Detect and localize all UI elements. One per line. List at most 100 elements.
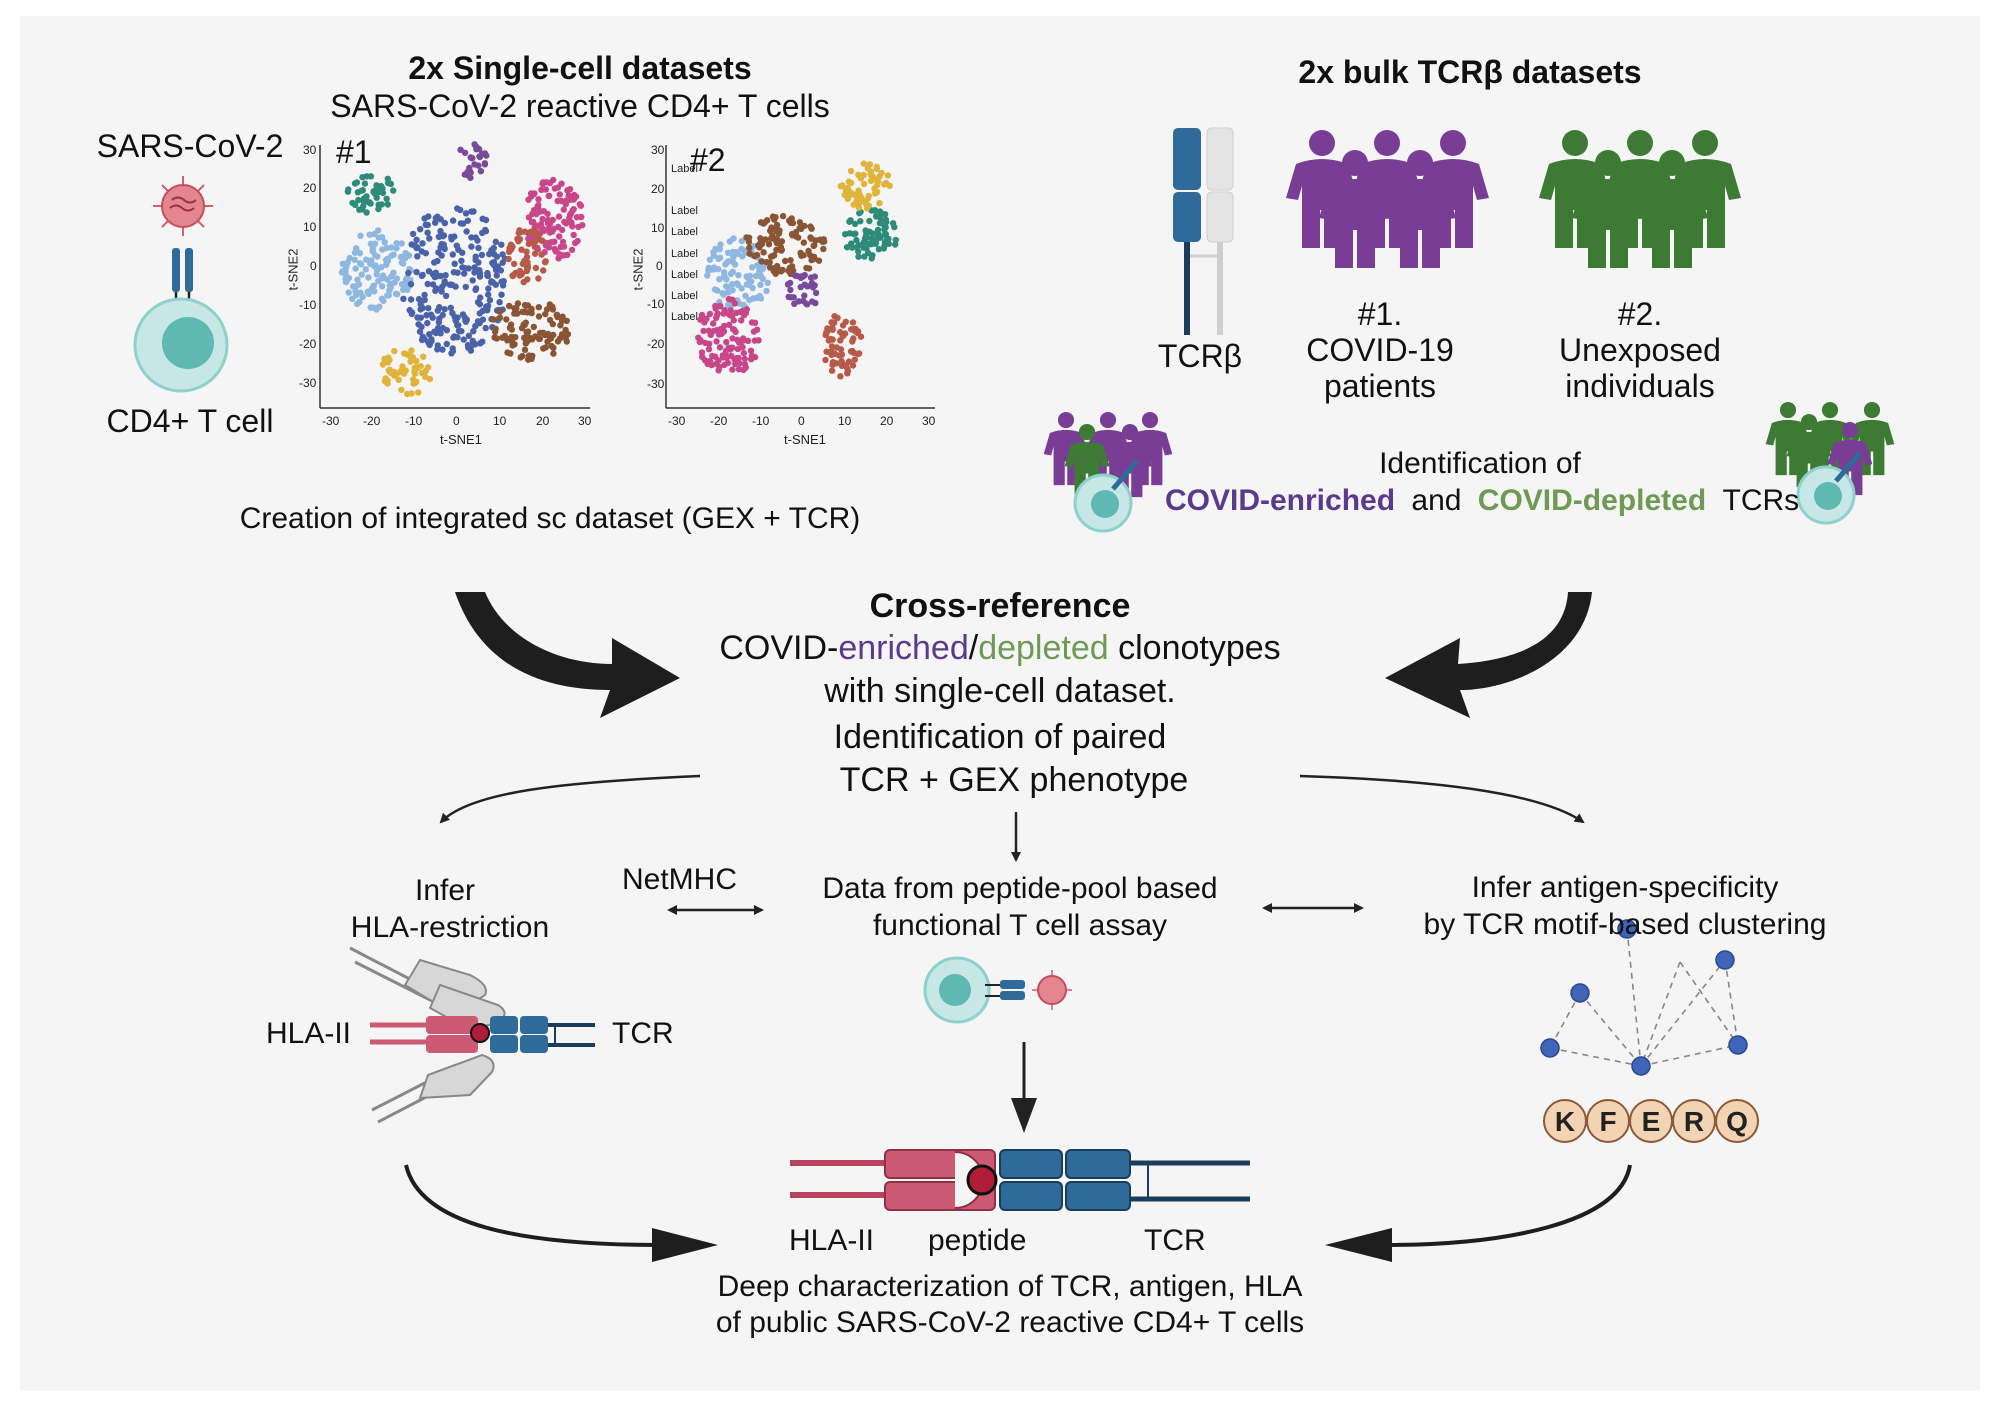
plot-2-overlay-label: Label xyxy=(671,290,698,302)
scatter-point xyxy=(829,359,837,366)
scatter-point xyxy=(458,257,465,264)
scatter-point xyxy=(821,238,828,245)
scatter-point xyxy=(739,343,746,351)
scatter-point xyxy=(555,223,562,231)
scatter-point xyxy=(725,288,732,296)
scatter-point xyxy=(706,310,714,318)
scatter-point xyxy=(856,350,863,357)
scatter-point xyxy=(739,335,747,342)
plot-2-x-tick: -20 xyxy=(710,414,728,428)
scatter-point xyxy=(744,274,751,281)
scatter-point xyxy=(532,264,540,272)
scatter-point xyxy=(441,306,448,313)
scatter-point xyxy=(525,214,533,221)
scatter-point xyxy=(700,327,707,335)
scatter-point xyxy=(556,335,564,342)
scatter-point xyxy=(370,282,377,289)
scatter-point xyxy=(439,311,446,319)
scatter-point xyxy=(757,235,764,242)
scatter-point xyxy=(849,326,857,333)
scatter-point xyxy=(557,243,565,250)
scatter-point xyxy=(855,187,862,194)
scatter-point xyxy=(394,290,401,298)
scatter-point xyxy=(837,337,844,344)
scatter-point xyxy=(572,239,579,247)
cell-receptor xyxy=(1834,451,1862,483)
final-hla-ii-label: HLA-II xyxy=(789,1224,875,1257)
scatter-point xyxy=(484,307,491,314)
scatter-point xyxy=(786,264,794,271)
scatter-point xyxy=(741,355,748,363)
scatter-point xyxy=(462,210,470,217)
scatter-point xyxy=(476,270,484,277)
scatter-point xyxy=(434,213,441,220)
scatter-point xyxy=(496,299,503,306)
scatter-point xyxy=(501,332,508,340)
depleted-word: depleted xyxy=(978,629,1109,667)
scatter-point xyxy=(561,218,568,226)
scatter-point xyxy=(729,366,736,373)
scatter-point xyxy=(881,231,888,238)
scatter-point xyxy=(393,245,400,252)
plot-2-overlay-label: Label xyxy=(671,205,698,217)
scatter-point xyxy=(410,376,417,383)
scatter-point xyxy=(847,217,854,224)
scatter-point xyxy=(463,228,470,235)
scatter-point xyxy=(441,278,448,285)
scatter-point xyxy=(530,323,537,331)
scatter-point xyxy=(529,352,536,359)
scatter-point xyxy=(449,217,457,224)
scatter-point xyxy=(851,356,858,363)
scatter-point xyxy=(864,195,872,202)
scatter-point xyxy=(845,358,853,365)
scatter-point xyxy=(785,293,792,301)
scatter-point xyxy=(451,333,458,340)
scatter-point xyxy=(860,244,867,251)
scatter-point xyxy=(371,288,378,295)
scatter-point xyxy=(522,319,529,326)
scatter-point xyxy=(524,302,532,309)
plot-1-y-tick: 10 xyxy=(303,220,317,234)
scatter-point xyxy=(356,298,363,306)
scatter-point xyxy=(881,211,889,218)
scatter-point xyxy=(714,310,721,317)
scatter-point xyxy=(849,244,856,251)
arrow-to-hla-restriction xyxy=(439,774,701,824)
scatter-point xyxy=(508,246,515,253)
tcr-beta-chain-icon xyxy=(1173,127,1234,335)
and-label: and xyxy=(1411,484,1462,517)
scatter-point xyxy=(418,336,426,344)
group-2-number: #2. xyxy=(1617,296,1663,332)
person-head xyxy=(1121,423,1139,441)
scatter-point xyxy=(722,261,729,268)
scatter-point xyxy=(524,328,532,335)
scatter-point xyxy=(437,227,444,235)
scatter-point xyxy=(415,295,423,303)
scatter-point xyxy=(572,193,580,200)
scatter-point xyxy=(851,220,859,228)
scatter-point xyxy=(876,200,883,207)
scatter-point xyxy=(352,265,359,272)
scatter-point xyxy=(390,187,397,194)
scatter-point xyxy=(535,335,543,343)
scatter-point xyxy=(424,221,431,229)
scatter-point xyxy=(545,244,553,251)
scatter-point xyxy=(804,283,811,290)
scatter-point xyxy=(379,185,386,192)
scatter-point xyxy=(578,213,585,221)
plot-1-y-tick: -20 xyxy=(299,337,317,351)
scatter-point xyxy=(478,251,486,259)
scatter-point xyxy=(878,169,885,177)
big-arrow-right xyxy=(1385,592,1592,718)
scatter-point xyxy=(425,268,433,275)
scatter-point xyxy=(566,196,574,203)
scatter-point xyxy=(849,362,857,369)
scatter-point xyxy=(380,297,387,305)
hla-tcr-complex-icon xyxy=(349,946,595,1124)
scatter-point xyxy=(833,344,840,351)
scatter-point xyxy=(796,219,804,226)
scatter-point xyxy=(855,253,862,260)
scatter-point xyxy=(710,320,717,327)
scatter-point xyxy=(837,328,844,336)
scatter-point xyxy=(857,175,865,182)
